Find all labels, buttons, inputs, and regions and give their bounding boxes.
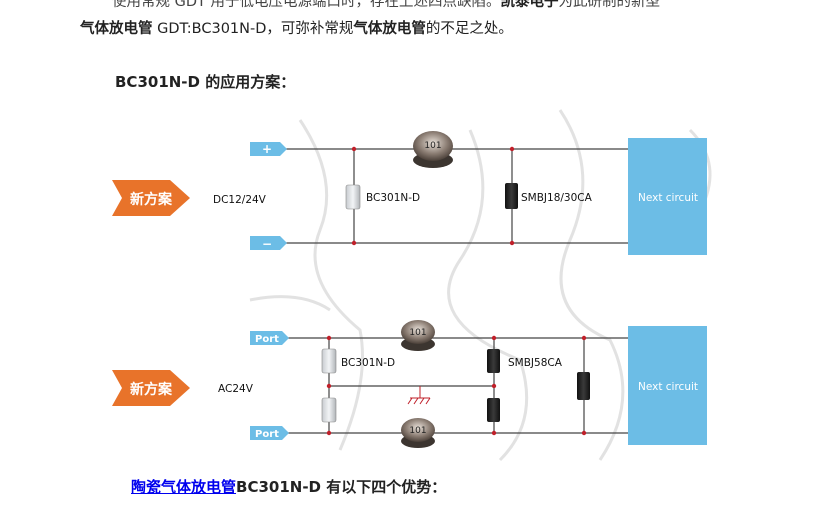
tvs-icon [577,372,590,400]
gdt-icon [321,348,337,374]
port-bottom-label: Port [255,429,279,440]
tvs-label: SMBJ58CA [508,357,563,369]
port-top-terminal: Port [250,331,289,345]
paragraph-line-2: 气体放电管 GDT:BC301N-D，可弥补常规气体放电管的不足之处。 [80,17,513,38]
inductor-icon: 101 [401,418,435,448]
keyword-gdt: 气体放电管 [353,21,426,37]
input-label: AC24V [218,383,254,395]
section-heading: BC301N-D 的应用方案： [115,71,295,92]
brand-name: 凯泰电子 [500,0,559,10]
bottom-circuit: Port Port 101 [112,320,707,448]
next-circuit-label: Next circuit [638,192,698,204]
tvs-label: SMBJ18/30CA [521,192,593,204]
badge-label: 新方案 [130,381,173,398]
background-decoration [249,109,712,462]
heading-model: BC301N-D [115,73,200,91]
paragraph-line-1: 使用常规 GDT 用于低电压电源端口时，存在上述四点缺陷。凯泰电子为此研制的新型 [112,0,660,11]
paragraph-text: 使用常规 GDT 用于低电压电源端口时，存在上述四点缺陷。 [112,0,501,10]
port-bottom-terminal: Port [250,426,289,440]
input-label: DC12/24V [213,194,267,206]
next-circuit-label: Next circuit [638,381,698,393]
bottom-model: BC301N-D [236,478,321,496]
tvs-icon [505,183,518,209]
keyword-gdt: 气体放电管 [80,21,153,37]
gdt-label: BC301N-D [366,192,420,204]
inductor-icon: 101 [401,320,435,351]
inductor-icon: 101 [413,131,453,168]
next-circuit-box [628,138,707,255]
bottom-text: 有以下四个优势： [321,478,447,496]
gdt-link[interactable]: 陶瓷气体放电管 [131,478,237,496]
inductor-label: 101 [409,328,426,338]
plus-label: + [262,142,272,156]
inductor-label: 101 [409,426,426,436]
paragraph-text: 为此研制的新型 [558,0,660,10]
badge-label: 新方案 [130,191,173,208]
heading-text: 的应用方案： [199,73,296,91]
inductor-label: 101 [424,141,441,151]
new-solution-badge: 新方案 [112,180,190,216]
gdt-icon [345,184,361,210]
plus-terminal: + [250,142,287,156]
advantages-heading: 陶瓷气体放电管BC301N-D 有以下四个优势： [131,476,446,497]
minus-label: − [262,237,272,251]
next-circuit-box [628,326,707,445]
paragraph-text: GDT:BC301N-D，可弥补常规 [152,21,354,37]
ground-icon [407,386,431,405]
tvs-icon [487,349,500,373]
paragraph-text: 的不足之处。 [425,21,513,37]
gdt-label: BC301N-D [341,357,395,369]
port-top-label: Port [255,334,279,345]
minus-terminal: − [250,236,287,251]
new-solution-badge: 新方案 [112,370,190,406]
gdt-icon [321,397,337,423]
top-circuit: + − 101 BC301N-D SMBJ18/30CA DC12/24V 新方… [112,131,707,255]
tvs-icon [487,398,500,422]
